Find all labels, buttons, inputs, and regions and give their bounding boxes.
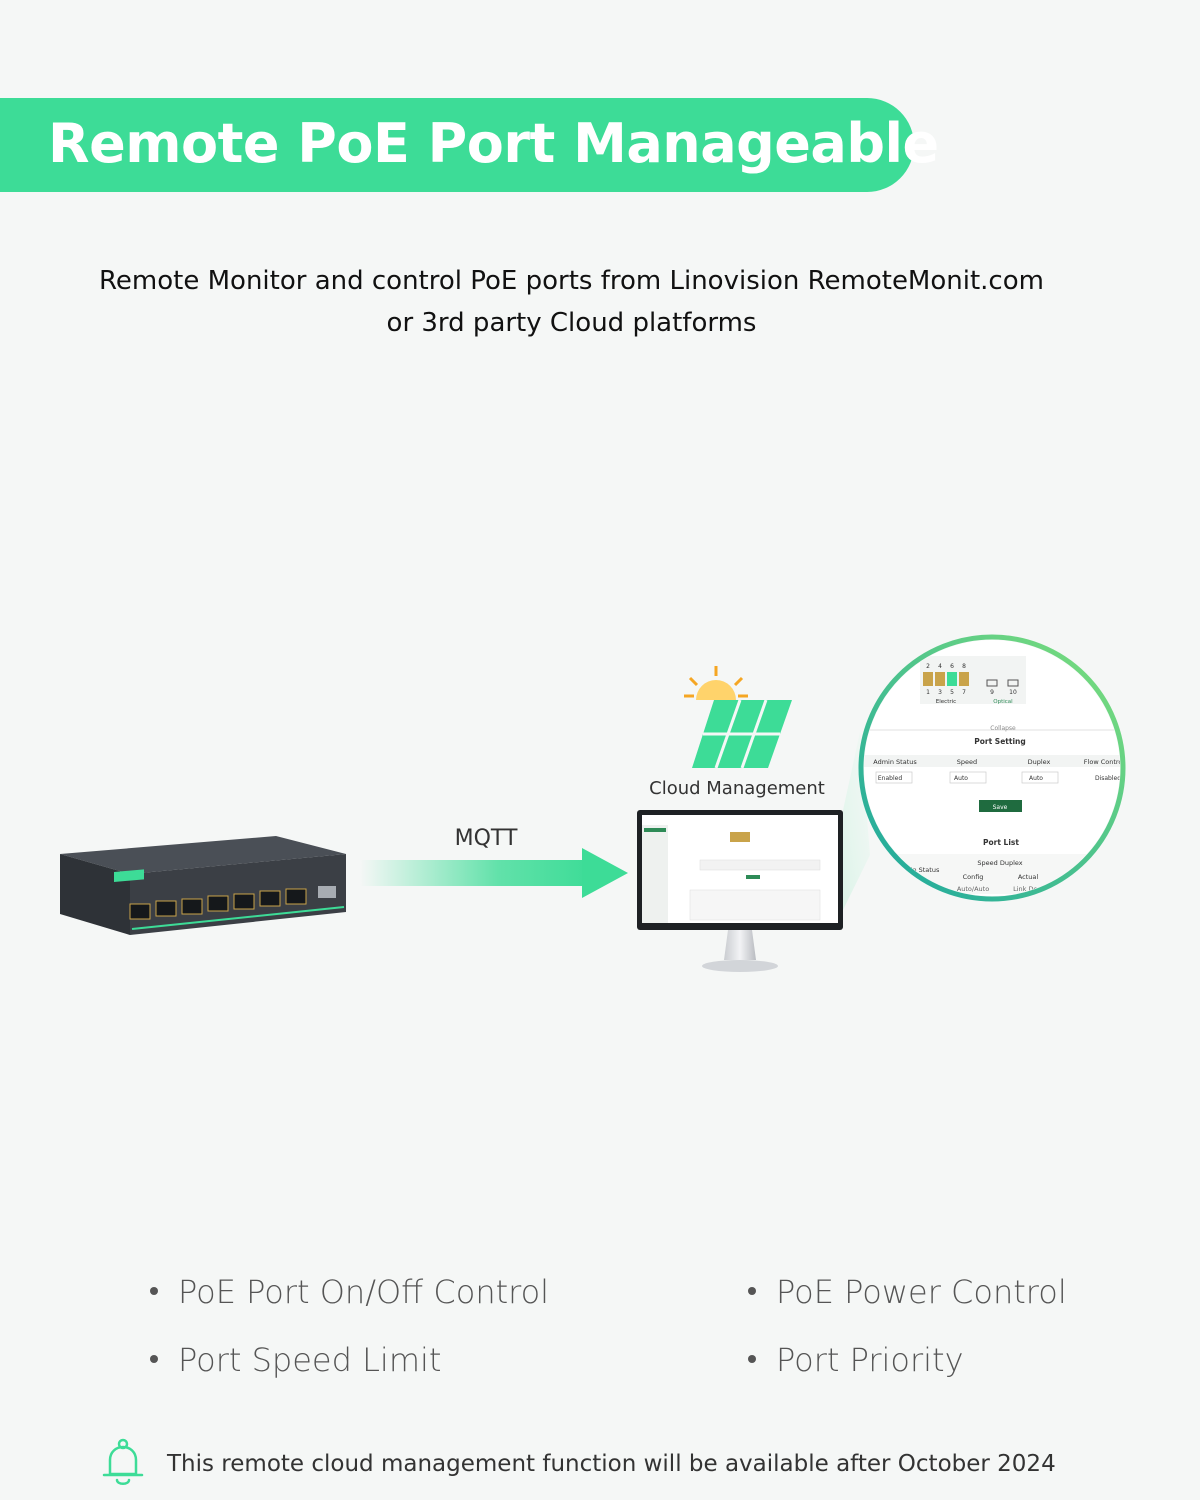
zoom-actual-label: Actual <box>1018 873 1039 881</box>
availability-text: This remote cloud management function wi… <box>167 1451 1056 1477</box>
zoom-duplex-value: Auto <box>1029 775 1043 782</box>
zoom-port-list-title: Port List <box>983 838 1019 847</box>
feature-item: Port Priority <box>748 1335 964 1385</box>
zoom-port-num: 1 <box>926 689 930 696</box>
mqtt-arrow <box>360 848 628 898</box>
feature-list: PoE Port On/Off Control PoE Power Contro… <box>0 1265 1200 1405</box>
feature-label: PoE Power Control <box>776 1273 1067 1311</box>
feature-label: PoE Port On/Off Control <box>178 1273 550 1311</box>
feature-label: Port Speed Limit <box>178 1341 442 1379</box>
zoom-port-num: 3 <box>938 689 942 696</box>
bell-icon <box>102 1438 144 1485</box>
zoom-port-num: 8 <box>962 663 966 670</box>
zoom-col-header: Duplex <box>1028 758 1051 766</box>
diagram-canvas: MQTT Cloud Management <box>60 634 1126 972</box>
zoom-port-num: 6 <box>950 663 954 670</box>
bullet-icon <box>150 1355 158 1363</box>
page-title: Remote PoE Port Manageable <box>48 112 939 175</box>
zoom-save-label: Save <box>993 804 1008 811</box>
solar-panel-icon <box>692 699 792 769</box>
subtitle-line-1: Remote Monitor and control PoE ports fro… <box>99 266 1044 296</box>
subtitle: Remote Monitor and control PoE ports fro… <box>0 260 1143 344</box>
mqtt-label: MQTT <box>455 826 518 851</box>
bullet-icon <box>748 1287 756 1295</box>
monitor-icon <box>637 810 843 972</box>
feature-item: PoE Power Control <box>748 1267 1067 1317</box>
zoom-electric-label: Electric <box>936 699 956 705</box>
poe-switch-image <box>60 836 346 935</box>
zoom-col-header: Admin Status <box>873 758 917 766</box>
feature-item: PoE Port On/Off Control <box>150 1267 549 1317</box>
zoom-port-num: 2 <box>926 663 930 670</box>
cloud-management-label: Cloud Management <box>649 778 825 799</box>
zoom-panel: 2 4 6 8 1 3 5 7 9 10 Electric Optical Co… <box>858 634 1126 902</box>
zoom-save-button <box>979 800 1022 812</box>
zoom-admin-partial: in Status <box>911 866 940 874</box>
subtitle-line-2: or 3rd party Cloud platforms <box>386 308 757 338</box>
zoom-col-header: Speed <box>957 758 977 766</box>
zoom-port-icons <box>923 672 1019 687</box>
zoom-port-num: 5 <box>950 689 954 696</box>
zoom-collapse-label: Collapse <box>990 725 1016 732</box>
title-banner: Remote PoE Port Manageable <box>0 98 939 192</box>
bullet-icon <box>748 1355 756 1363</box>
zoom-col-header: Flow Control <box>1084 758 1125 766</box>
zoom-config-label: Config <box>963 873 984 881</box>
zoom-port-num: 9 <box>990 689 994 696</box>
zoom-actual-value: Link Down <box>1013 885 1047 893</box>
bullet-icon <box>150 1287 158 1295</box>
zoom-ring <box>858 634 1126 902</box>
zoom-config-value: Auto/Auto <box>957 885 989 893</box>
availability-note: This remote cloud management function wi… <box>100 1438 1160 1494</box>
zoom-optical-label: Optical <box>993 699 1013 705</box>
switch-ports <box>129 886 336 920</box>
zoom-port-num: 7 <box>962 689 966 696</box>
sun-icon <box>684 666 748 700</box>
zoom-port-num: 10 <box>1009 689 1017 696</box>
cloud-diagram: MQTT Cloud Management <box>0 620 1200 1000</box>
zoom-admin-value: Enabled <box>878 775 902 782</box>
zoom-port-num: 4 <box>938 663 942 670</box>
feature-item: Port Speed Limit <box>150 1335 441 1385</box>
zoom-flow-value: Disabled <box>1095 775 1121 782</box>
feature-label: Port Priority <box>776 1341 964 1379</box>
zoom-speed-value: Auto <box>954 775 968 782</box>
zoom-speed-duplex: Speed Duplex <box>977 859 1022 867</box>
zoom-port-setting-title: Port Setting <box>974 737 1025 746</box>
